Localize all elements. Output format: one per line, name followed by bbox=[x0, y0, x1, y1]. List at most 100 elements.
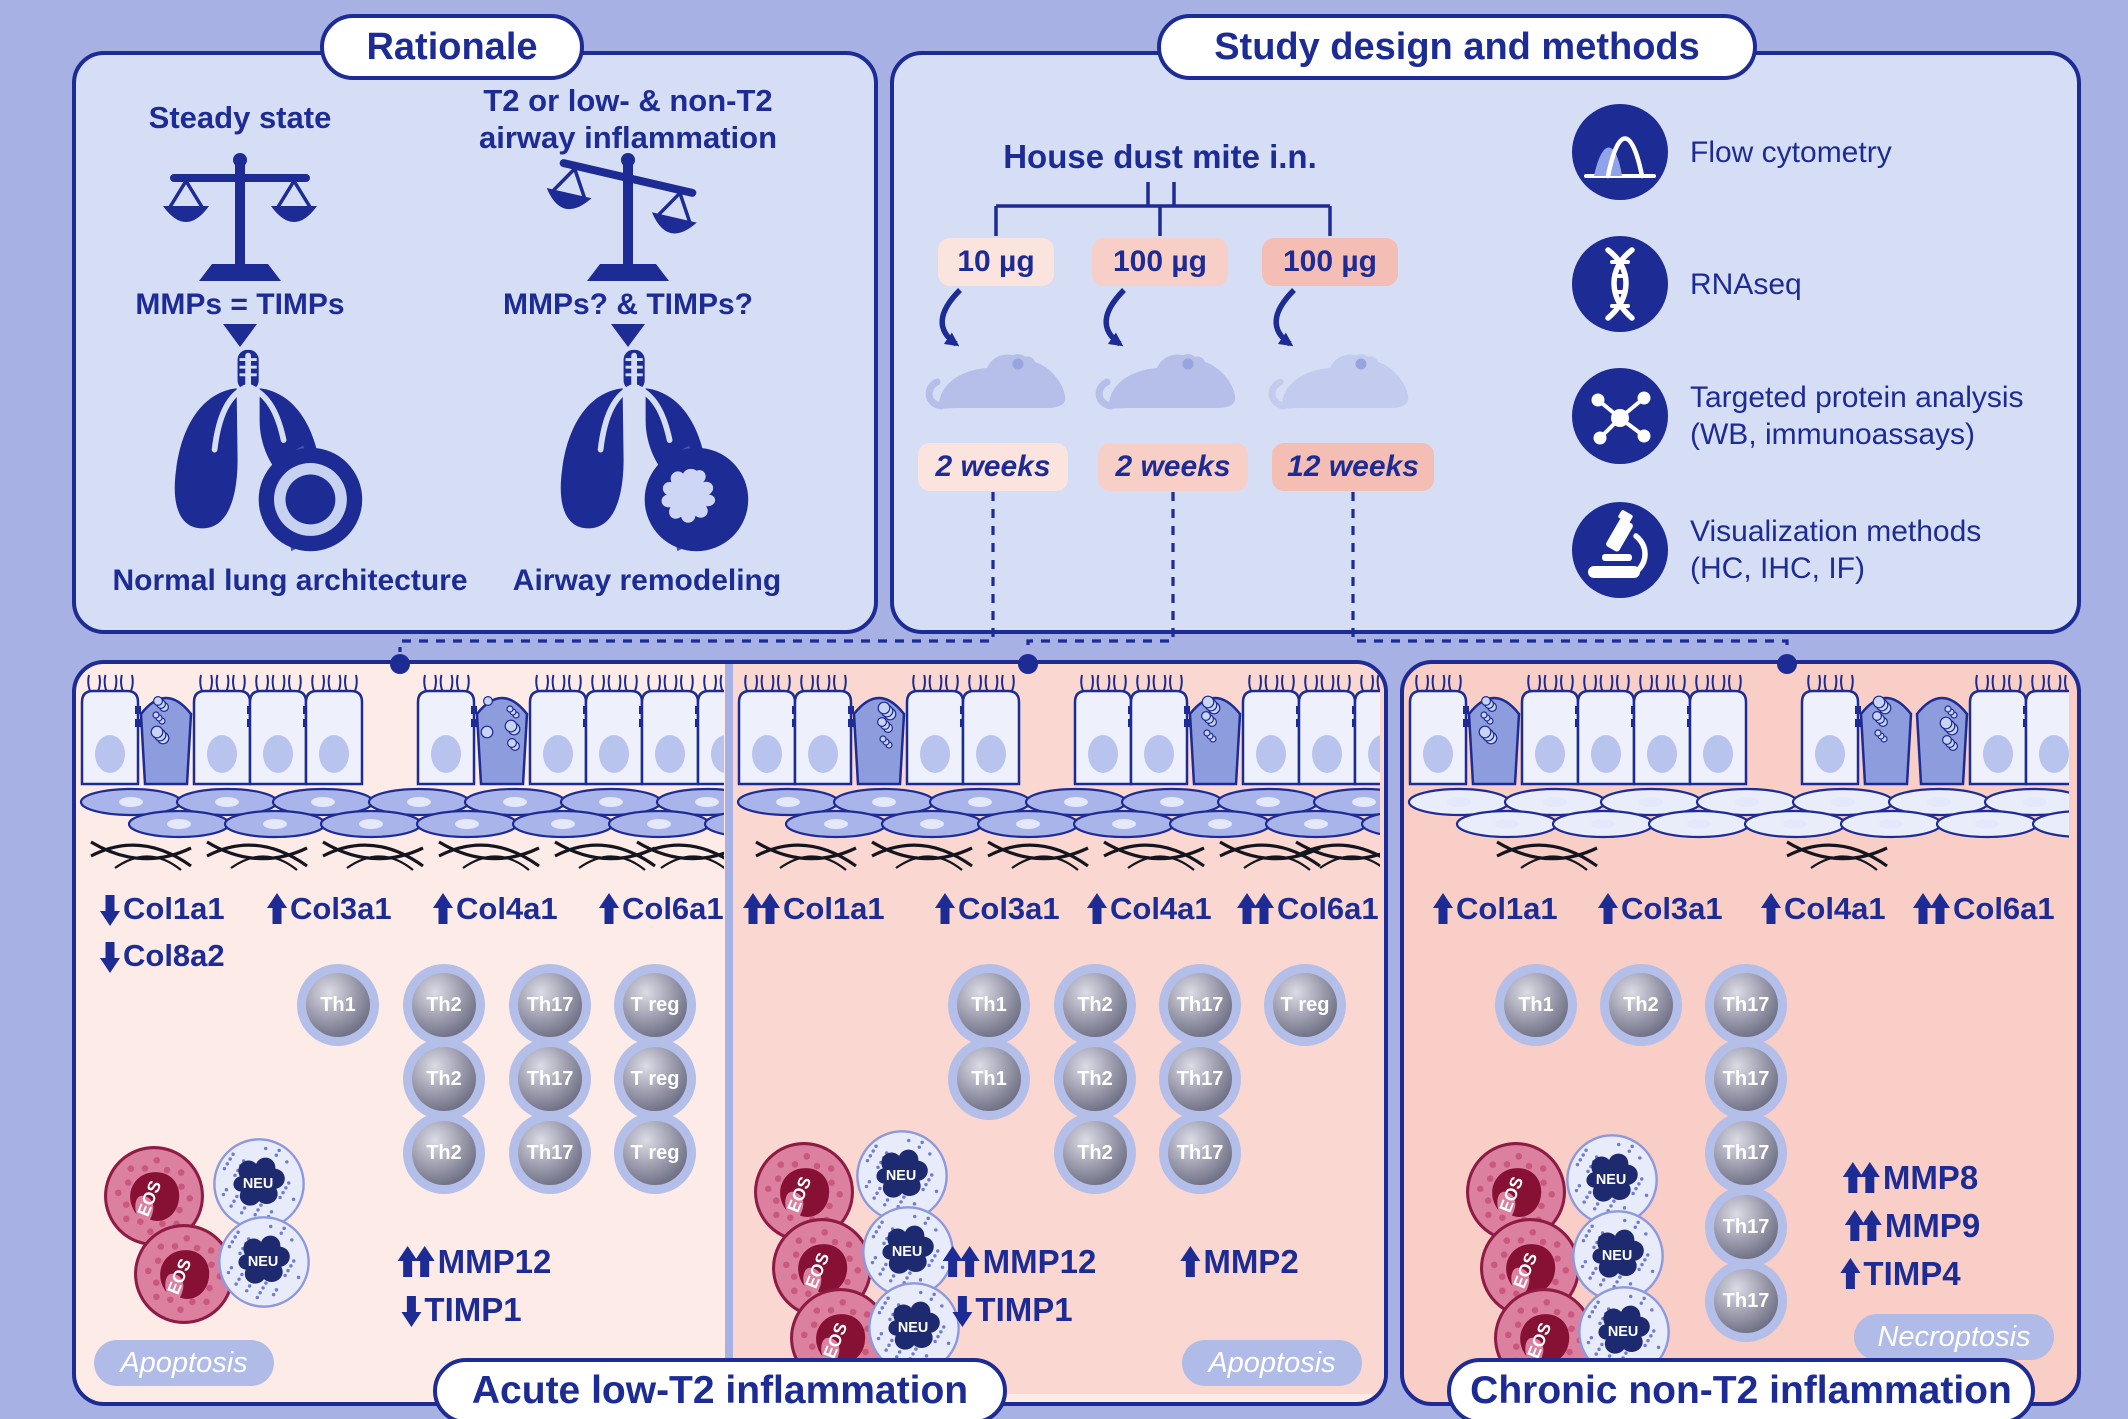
collagen-label: Col4a1 bbox=[456, 891, 558, 926]
t-cell-body: Th17 bbox=[1714, 1121, 1778, 1185]
t-cell-body: Th17 bbox=[518, 1121, 582, 1185]
collagen-annotation: Col6a1 bbox=[1912, 891, 2055, 927]
up-arrow-icon bbox=[942, 1245, 963, 1279]
method-label-line: Visualization methods bbox=[1690, 515, 1982, 548]
t-cell-th17: Th17 bbox=[509, 964, 591, 1046]
t-cell-th2: Th2 bbox=[403, 964, 485, 1046]
neutrophil-cell: NEU bbox=[866, 1280, 962, 1376]
up-arrow-icon bbox=[1842, 1161, 1863, 1195]
collagen-label: Col4a1 bbox=[1784, 891, 1886, 926]
t-cell-label: Th17 bbox=[1176, 993, 1224, 1016]
t-cell-label: Th17 bbox=[1722, 1289, 1770, 1312]
t-cell-label: Th1 bbox=[1518, 993, 1554, 1016]
svg-text:NEU: NEU bbox=[886, 1168, 916, 1184]
tissue-graphic-acute-high-dose bbox=[736, 666, 1384, 883]
mediator-annotation: MMP8 bbox=[1842, 1159, 1978, 1197]
t-cell-label: Th17 bbox=[526, 1067, 574, 1090]
t-cell-body: Th17 bbox=[1714, 1269, 1778, 1333]
svg-text:NEU: NEU bbox=[1596, 1172, 1626, 1188]
neutrophil-cell: NEU bbox=[860, 1204, 956, 1300]
necroptosis-pill: Necroptosis bbox=[1854, 1314, 2054, 1360]
t-cell-body: Th17 bbox=[1168, 973, 1232, 1037]
collagen-label: Col8a2 bbox=[123, 938, 225, 973]
hdm-label: House dust mite i.n. bbox=[1003, 138, 1317, 175]
collagen-label: Col3a1 bbox=[290, 891, 392, 926]
mediator-annotation: TIMP4 bbox=[1839, 1255, 1961, 1293]
t-cell-body: Th2 bbox=[412, 1047, 476, 1111]
t-cell-th17: Th17 bbox=[1159, 1112, 1241, 1194]
t-cell-th2: Th2 bbox=[403, 1112, 485, 1194]
up-arrow-icon bbox=[959, 1245, 980, 1279]
dose-pill-1: 10 µg bbox=[938, 238, 1054, 286]
method-label-line: (HC, IHC, IF) bbox=[1690, 552, 1865, 585]
t-cell-body: T reg bbox=[1273, 973, 1337, 1037]
t-cell-label: Th17 bbox=[526, 993, 574, 1016]
inflammation-heading-line2: airway inflammation bbox=[478, 120, 778, 155]
t-cell-th1: Th1 bbox=[948, 1038, 1030, 1120]
t-cell-body: Th1 bbox=[306, 973, 370, 1037]
t-cell-label: Th1 bbox=[971, 1067, 1007, 1090]
t-cell-body: Th17 bbox=[1168, 1121, 1232, 1185]
down-triangle-icon bbox=[611, 324, 645, 347]
collagen-label: Col6a1 bbox=[1953, 891, 2055, 926]
neutrophil-cell: NEU bbox=[1570, 1208, 1666, 1304]
method-label-line: (WB, immunoassays) bbox=[1690, 418, 1976, 451]
mediator-annotation: TIMP1 bbox=[400, 1291, 522, 1329]
tissue-graphic-acute-low-dose bbox=[79, 666, 807, 883]
flow-cytometry-icon bbox=[1572, 104, 1668, 200]
t-cell-body: Th2 bbox=[412, 973, 476, 1037]
apoptosis-pill: Apoptosis bbox=[1182, 1340, 1362, 1386]
t-cell-th2: Th2 bbox=[1600, 964, 1682, 1046]
t-cell-label: Th2 bbox=[1623, 993, 1659, 1016]
collagen-annotation: Col4a1 bbox=[1086, 891, 1212, 927]
tissue-graphic-chronic bbox=[1407, 666, 2077, 883]
duration-pill-3: 12 weeks bbox=[1272, 443, 1434, 491]
t-cell-label: Th2 bbox=[1077, 1067, 1113, 1090]
t-cell-th2: Th2 bbox=[403, 1038, 485, 1120]
collagen-annotation: Col1a1 bbox=[742, 891, 885, 927]
up-arrow-icon bbox=[1839, 1257, 1860, 1291]
t-cell-body: Th17 bbox=[1714, 1047, 1778, 1111]
mouse-icon-1 bbox=[925, 342, 1075, 435]
collagen-label: Col3a1 bbox=[1621, 891, 1723, 926]
mediator-label: TIMP1 bbox=[975, 1291, 1073, 1328]
t-cell-body: Th17 bbox=[518, 973, 582, 1037]
up-arrow-icon bbox=[934, 892, 955, 926]
neutrophil-cell: NEU bbox=[1564, 1132, 1660, 1228]
mediator-label: TIMP1 bbox=[424, 1291, 522, 1328]
t-cell-body: Th17 bbox=[1714, 1195, 1778, 1259]
up-arrow-icon bbox=[397, 1245, 418, 1279]
t-cell-body: T reg bbox=[623, 1121, 687, 1185]
mediator-annotation: MMP12 bbox=[942, 1243, 1096, 1281]
method-row-flow-cytometry: Flow cytometry bbox=[1572, 104, 1892, 200]
svg-text:NEU: NEU bbox=[248, 1254, 278, 1270]
mouse-icon-3 bbox=[1268, 342, 1418, 435]
t-cell-th1: Th1 bbox=[1495, 964, 1577, 1046]
t-cell-label: Th17 bbox=[1722, 1141, 1770, 1164]
t-cell-label: T reg bbox=[1280, 993, 1330, 1016]
t-cell-label: Th2 bbox=[1077, 1141, 1113, 1164]
mediator-label: MMP12 bbox=[437, 1243, 552, 1280]
collagen-label: Col3a1 bbox=[958, 891, 1060, 926]
t-cell-th17: Th17 bbox=[1705, 1186, 1787, 1268]
apoptosis-pill: Apoptosis bbox=[94, 1340, 274, 1386]
t-cell-th1: Th1 bbox=[297, 964, 379, 1046]
up-arrow-icon bbox=[1236, 892, 1257, 926]
method-label: Targeted protein analysis(WB, immunoassa… bbox=[1690, 379, 2024, 453]
up-arrow-icon bbox=[1861, 1209, 1882, 1243]
collagen-annotation: Col8a2 bbox=[99, 938, 225, 974]
method-row-protein-analysis: Targeted protein analysis(WB, immunoassa… bbox=[1572, 368, 2024, 464]
t-cell-label: Th2 bbox=[426, 1141, 462, 1164]
mediator-label: MMP8 bbox=[1882, 1159, 1979, 1196]
t-cell-th2: Th2 bbox=[1054, 1112, 1136, 1194]
mouse-icon-2 bbox=[1095, 342, 1245, 435]
neutrophil-cell: NEU bbox=[1576, 1284, 1672, 1380]
mediator-annotation: MMP9 bbox=[1844, 1207, 1980, 1245]
up-arrow-icon bbox=[432, 892, 453, 926]
t-cell-label: Th17 bbox=[1176, 1067, 1224, 1090]
t-cell-body: Th17 bbox=[1168, 1047, 1232, 1111]
neutrophil-cell: NEU bbox=[854, 1128, 950, 1224]
